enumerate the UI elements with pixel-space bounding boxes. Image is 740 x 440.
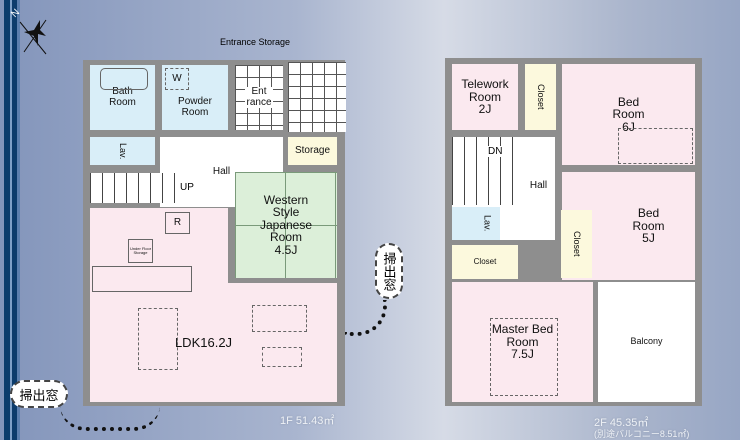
fridge: R [165, 212, 190, 234]
master-bed-room-size: 7.5J [511, 347, 534, 362]
japanese-room-size: 4.5J [274, 242, 298, 257]
compass: N [9, 7, 50, 58]
dotted-path-right [345, 300, 387, 336]
side-stripe [4, 0, 20, 440]
fridge-label: R [173, 216, 182, 228]
dn-label: DN [488, 146, 503, 157]
entrance-porch [288, 62, 346, 132]
ldk-living: LDK16.2J [90, 283, 337, 402]
master-bed-room-label: Master Bed Room [491, 322, 554, 349]
washer-label: W [172, 72, 182, 84]
kitchen-counter [92, 266, 192, 292]
window-note-right: 掃出窓 [375, 243, 403, 299]
hall-label: Hall [212, 165, 231, 177]
bed-room-6j-size: 6J [622, 119, 635, 134]
storage: Storage [288, 137, 337, 165]
bed-room-5j-size: 5J [642, 231, 655, 246]
balcony: Balcony [598, 282, 695, 402]
sofa [252, 305, 307, 332]
dotted-path-left [60, 405, 160, 431]
bath-room-label: Bath Room [109, 86, 136, 108]
bed-room-5j-label: Bed Room [632, 206, 665, 233]
toilet-2f: Lav. [452, 207, 500, 240]
closet-2f-3: Closet [452, 245, 518, 279]
floor-1-area: 1F 51.43㎡ [280, 415, 335, 427]
stairs-1f [90, 173, 178, 203]
master-bed [490, 318, 558, 396]
ldk-label: LDK16.2J [174, 334, 233, 350]
floor-2-area-note: (別途バルコニー8.51㎡) [594, 429, 690, 439]
window-note-label: 掃出窓 [381, 251, 397, 291]
hall-2f-label: Hall [529, 179, 548, 191]
entrance: Ent rance [235, 65, 283, 130]
entrance-storage-label: Entrance Storage [220, 37, 291, 47]
window-note-left: 掃出窓 [10, 380, 68, 408]
lav-label: Lav. [118, 142, 129, 160]
closet-label: Closet [572, 231, 583, 257]
under-floor-storage-label: Under Floor Storage [129, 245, 152, 255]
telework-room-label: Telework Room [461, 77, 509, 104]
compass-star-icon [19, 19, 47, 55]
japanese-room-label: Western Style Japanese Room [259, 192, 313, 245]
bathtub [100, 68, 148, 90]
bed-room-6j-label: Bed Room [612, 94, 645, 122]
closet-label: Closet [473, 256, 497, 266]
telework-room-size: 2J [478, 102, 492, 117]
storage-label: Storage [294, 144, 331, 156]
closet-label: Closet [536, 84, 547, 110]
window-note-label: 掃出窓 [19, 387, 59, 403]
powder-room-label: Powder Room [178, 96, 212, 118]
up-label: UP [180, 182, 194, 193]
stairs-2f [452, 137, 520, 205]
entrance-label: Ent rance [245, 86, 273, 108]
closet-2f-1: Closet [525, 64, 556, 130]
lav-2f-label: Lav. [482, 215, 493, 232]
under-floor-storage: Under Floor Storage [128, 239, 153, 263]
balcony-label: Balcony [630, 336, 663, 347]
bed-6j [618, 128, 693, 164]
dining-table [138, 308, 178, 370]
floor-2-area: 2F 45.35㎡ [594, 417, 649, 429]
coffee-table [262, 347, 302, 367]
powder-room: Powder Room [162, 65, 228, 130]
closet-2f-2: Closet [561, 210, 592, 278]
toilet-1f: Lav. [90, 137, 155, 165]
washer: W [165, 68, 189, 90]
